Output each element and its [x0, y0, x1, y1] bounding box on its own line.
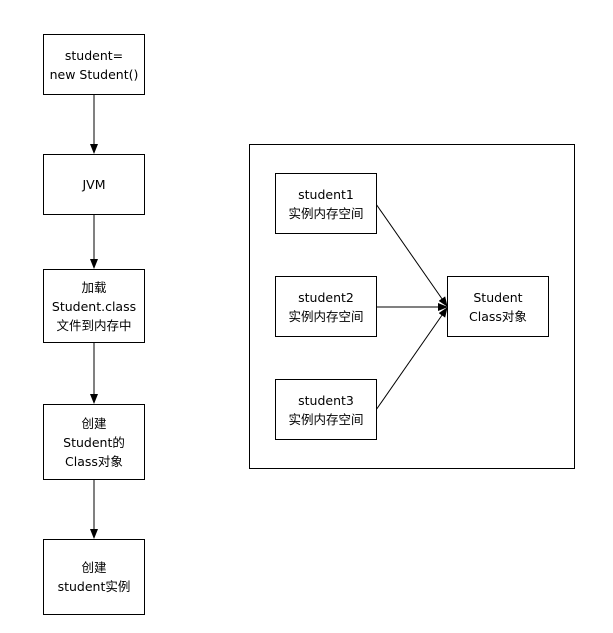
arrow-instance3-to-class — [375, 307, 448, 411]
class-object-line-1: Student — [473, 289, 523, 305]
instance-2-desc: 实例内存空间 — [288, 308, 364, 324]
class-object-line-2: Class对象 — [469, 308, 527, 324]
flow-step-2: JVM — [43, 154, 145, 215]
instance-3-desc: 实例内存空间 — [288, 411, 364, 427]
flow-step-3-line-3: 文件到内存中 — [56, 317, 132, 333]
instance-1-name: student1 — [298, 186, 354, 202]
flow-step-4-line-1: 创建 — [81, 415, 107, 431]
class-object-box: Student Class对象 — [447, 276, 549, 337]
instance-box-2: student2 实例内存空间 — [275, 276, 377, 337]
flow-step-5-line-1: 创建 — [81, 560, 107, 575]
instance-box-1: student1 实例内存空间 — [275, 173, 377, 234]
flow-step-1-line-2: new Student() — [49, 66, 139, 82]
flow-step-5: 创建 student实例 — [43, 539, 145, 615]
instance-2-name: student2 — [298, 289, 354, 305]
flow-step-5-line-2: student实例 — [57, 579, 131, 594]
flow-step-3: 加载 Student.class 文件到内存中 — [43, 269, 145, 343]
flow-step-4-line-2: Student的 — [63, 434, 125, 450]
arrow-instance1-to-class — [375, 203, 448, 307]
flow-step-2-line-1: JVM — [82, 177, 106, 192]
instance-box-3: student3 实例内存空间 — [275, 379, 377, 440]
flow-step-4-line-3: Class对象 — [65, 453, 123, 469]
flow-step-1-line-1: student= — [64, 47, 124, 63]
instance-3-name: student3 — [298, 392, 354, 408]
instance-1-desc: 实例内存空间 — [288, 205, 364, 221]
flow-step-3-line-1: 加载 — [81, 279, 107, 295]
flow-step-1: student= new Student() — [43, 34, 145, 95]
flow-step-3-line-2: Student.class — [51, 298, 137, 314]
flow-step-4: 创建 Student的 Class对象 — [43, 404, 145, 480]
